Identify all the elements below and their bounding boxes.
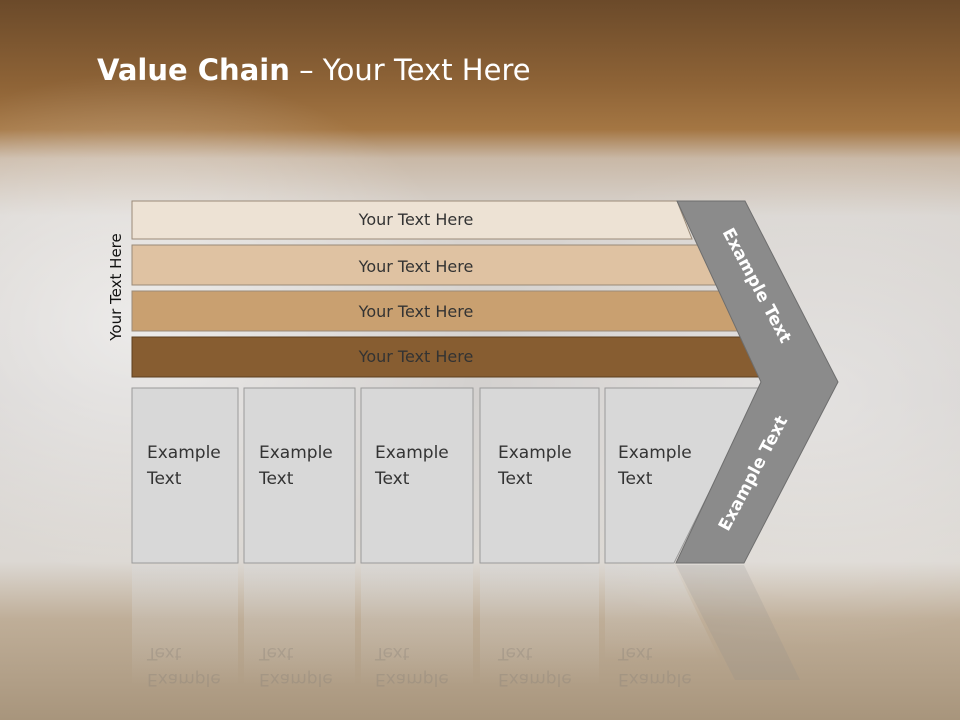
reflection-text-4: Text bbox=[497, 643, 533, 663]
svg-text:Example: Example bbox=[147, 669, 221, 689]
cell-2[interactable] bbox=[243, 387, 356, 564]
cell-4-line1: Example bbox=[498, 443, 572, 463]
cell-4[interactable] bbox=[479, 387, 600, 564]
svg-text:Text: Text bbox=[497, 643, 533, 663]
vertical-label: Your Text Here bbox=[107, 233, 125, 341]
svg-text:Example: Example bbox=[498, 669, 572, 689]
svg-text:Example: Example bbox=[375, 669, 449, 689]
reflection-text-3: Text bbox=[374, 643, 410, 663]
reflection-1 bbox=[132, 565, 238, 685]
cell-1-line2: Text bbox=[146, 469, 182, 489]
reflection-text-6: Example bbox=[147, 669, 221, 689]
title-rest: – Your Text Here bbox=[289, 53, 531, 87]
band-2-label: Your Text Here bbox=[358, 257, 474, 276]
band-1-label: Your Text Here bbox=[358, 210, 474, 229]
cell-5-line1: Example bbox=[618, 443, 692, 463]
reflection-5 bbox=[605, 565, 720, 660]
cell-1[interactable] bbox=[131, 387, 239, 564]
reflection-text-2: Text bbox=[258, 643, 294, 663]
chevron-reflection bbox=[676, 565, 800, 680]
reflection-2 bbox=[244, 565, 355, 685]
reflection-4 bbox=[480, 565, 599, 685]
reflection-text-8: Example bbox=[375, 669, 449, 689]
reflection-3 bbox=[361, 565, 473, 685]
cell-reflection: Text Text Text Text Text Example Example… bbox=[132, 565, 800, 689]
reflection-text-5: Text bbox=[617, 643, 653, 663]
cell-2-line2: Text bbox=[258, 469, 294, 489]
svg-text:Example: Example bbox=[259, 669, 333, 689]
band-1[interactable] bbox=[131, 200, 693, 240]
slide-title: Value Chain – Your Text Here bbox=[97, 53, 531, 87]
cell-3[interactable] bbox=[360, 387, 474, 564]
svg-text:Text: Text bbox=[258, 643, 294, 663]
cell-5-line2: Text bbox=[617, 469, 653, 489]
svg-text:Text: Text bbox=[374, 643, 410, 663]
reflection-text-9: Example bbox=[498, 669, 572, 689]
svg-text:Text: Text bbox=[617, 643, 653, 663]
svg-text:Example: Example bbox=[618, 669, 692, 689]
reflection-text-10: Example bbox=[618, 669, 692, 689]
cell-5[interactable] bbox=[604, 387, 762, 564]
cell-4-line2: Text bbox=[497, 469, 533, 489]
cell-3-line1: Example bbox=[375, 443, 449, 463]
cell-3-line2: Text bbox=[374, 469, 410, 489]
cell-1-line1: Example bbox=[147, 443, 221, 463]
reflection-text-1: Text bbox=[146, 643, 182, 663]
band-stack: Your Text Here Your Text Here Your Text … bbox=[131, 200, 764, 378]
title-bold: Value Chain bbox=[97, 53, 290, 87]
band-3-label: Your Text Here bbox=[358, 302, 474, 321]
svg-text:Text: Text bbox=[146, 643, 182, 663]
band-4-label: Your Text Here bbox=[358, 347, 474, 366]
cell-2-line1: Example bbox=[259, 443, 333, 463]
reflection-text-7: Example bbox=[259, 669, 333, 689]
chevron-shape[interactable] bbox=[675, 200, 839, 564]
